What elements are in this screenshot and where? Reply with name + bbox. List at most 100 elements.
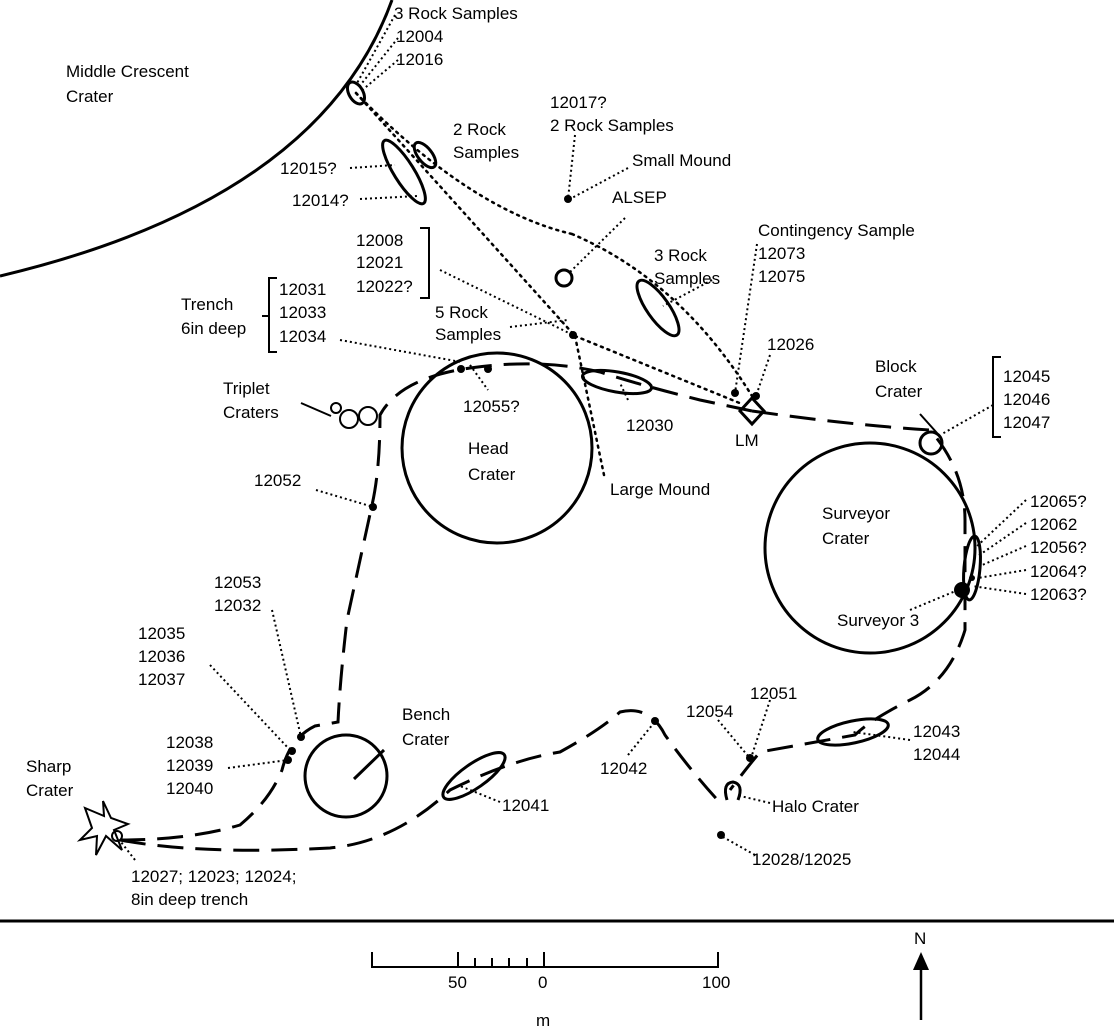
sample-12038: 12038 — [166, 733, 213, 752]
sample-12022: 12022? — [356, 277, 413, 296]
middle-crescent-label-1: Middle Crescent — [66, 62, 189, 81]
sample-12045: 12045 — [1003, 367, 1050, 386]
bench-crater-label-1: Bench — [402, 705, 450, 724]
scale-unit: m — [536, 1011, 550, 1030]
middle-crescent-label-2: Crater — [66, 87, 114, 106]
triplet-craters-label-2: Craters — [223, 403, 279, 422]
scale-label-100: 100 — [702, 973, 730, 992]
triplet-craters-label-1: Triplet — [223, 379, 270, 398]
lm-marker — [737, 395, 767, 427]
leader-lines — [120, 14, 1027, 861]
block-crater-pointer — [919, 413, 938, 434]
sample-12063: 12063? — [1030, 585, 1087, 604]
sample-12017: 12017? — [550, 93, 607, 112]
sharp-crater-label-1: Sharp — [26, 757, 71, 776]
alsep-label: ALSEP — [612, 188, 667, 207]
middle-crescent-crater-rim — [0, 0, 394, 278]
sample-12039: 12039 — [166, 756, 213, 775]
dotted-mound-to-lm — [573, 334, 744, 406]
contingency-sample-label: Contingency Sample — [758, 221, 915, 240]
scale-label-0: 0 — [538, 973, 547, 992]
sample-12051: 12051 — [750, 684, 797, 703]
dotted-crescent-to-alsep — [354, 91, 574, 236]
sample-12052: 12052 — [254, 471, 301, 490]
sample-12034: 12034 — [279, 327, 326, 346]
sample-12031: 12031 — [279, 280, 326, 299]
north-arrow-icon — [913, 952, 929, 1020]
scale-bar — [371, 952, 719, 968]
sample-12035: 12035 — [138, 624, 185, 643]
sample-12030: 12030 — [626, 416, 673, 435]
rock-12041 — [441, 751, 507, 801]
large-mound-label: Large Mound — [610, 480, 710, 499]
sharp-crater-label-2: Crater — [26, 781, 74, 800]
sample-12042: 12042 — [600, 759, 647, 778]
sample-12008: 12008 — [356, 231, 403, 250]
surveyor-crater-label-1: Surveyor — [822, 504, 890, 523]
sample-12026: 12026 — [767, 335, 814, 354]
rock-3-samples — [635, 278, 681, 338]
five-rock-label-1: 5 Rock — [435, 303, 488, 322]
sample-12041: 12041 — [502, 796, 549, 815]
two-rock-label-2: Samples — [453, 143, 519, 162]
sample-12065: 12065? — [1030, 492, 1087, 511]
sample-12046: 12046 — [1003, 390, 1050, 409]
trench-label-2: 6in deep — [181, 319, 246, 338]
block-crater-label-2: Crater — [875, 382, 923, 401]
bench-crater-pointer — [352, 748, 386, 781]
head-crater — [400, 351, 594, 545]
sample-12021: 12021 — [356, 253, 403, 272]
traverse-return — [119, 709, 724, 852]
sample-12014: 12014? — [292, 191, 349, 210]
rock-12015 — [381, 138, 427, 206]
five-rock-label-2: Samples — [435, 325, 501, 344]
north-label: N — [914, 929, 926, 948]
sample-12053: 12053 — [214, 573, 261, 592]
sample-12075: 12075 — [758, 267, 805, 286]
two-rock-label-1: 2 Rock — [453, 120, 506, 139]
sample-12047: 12047 — [1003, 413, 1050, 432]
sample-12062: 12062 — [1030, 515, 1077, 534]
sample-12040: 12040 — [166, 779, 213, 798]
sample-12043: 12043 — [913, 722, 960, 741]
triplet-craters — [300, 402, 378, 429]
sample-12015: 12015? — [280, 159, 337, 178]
dotted-crescent-to-mound — [354, 91, 577, 338]
two-rock-samples-label: 2 Rock Samples — [550, 116, 674, 135]
sample-12054: 12054 — [686, 702, 733, 721]
surveyor-crater-label-2: Crater — [822, 529, 870, 548]
head-crater-label-1: Head — [468, 439, 509, 458]
three-rock-samples-top: 3 Rock Samples — [394, 4, 518, 23]
three-rock-label-2: Samples — [654, 269, 720, 288]
trench-label-1: Trench — [181, 295, 233, 314]
rock-2-samples — [412, 140, 438, 170]
sample-12016: 12016 — [396, 50, 443, 69]
sample-12055: 12055? — [463, 397, 520, 416]
sample-12004: 12004 — [396, 27, 443, 46]
alsep-marker — [554, 268, 574, 288]
halo-crater-label: Halo Crater — [772, 797, 859, 816]
block-crater-label-1: Block — [875, 357, 917, 376]
bench-crater — [303, 733, 389, 819]
rock-12043 — [816, 717, 890, 747]
traverse-eva1 — [728, 409, 967, 791]
head-crater-label-2: Crater — [468, 465, 516, 484]
sample-12027-label-1: 12027; 12023; 12024; — [131, 867, 296, 886]
sample-12033: 12033 — [279, 303, 326, 322]
sample-12032: 12032 — [214, 596, 261, 615]
dotted-mound-down — [573, 334, 606, 477]
halo-crater — [724, 780, 742, 801]
dotted-alsep-to-lm — [570, 232, 754, 398]
surveyor-3-label: Surveyor 3 — [837, 611, 919, 630]
sample-12044: 12044 — [913, 745, 960, 764]
sample-12028: 12028/12025 — [752, 850, 851, 869]
bench-crater-label-2: Crater — [402, 730, 450, 749]
scale-label-50: 50 — [448, 973, 467, 992]
small-mound-label: Small Mound — [632, 151, 731, 170]
sample-12036: 12036 — [138, 647, 185, 666]
traverse-eva2 — [119, 362, 753, 842]
sample-12027-label-2: 8in deep trench — [131, 890, 248, 909]
sample-12037: 12037 — [138, 670, 185, 689]
